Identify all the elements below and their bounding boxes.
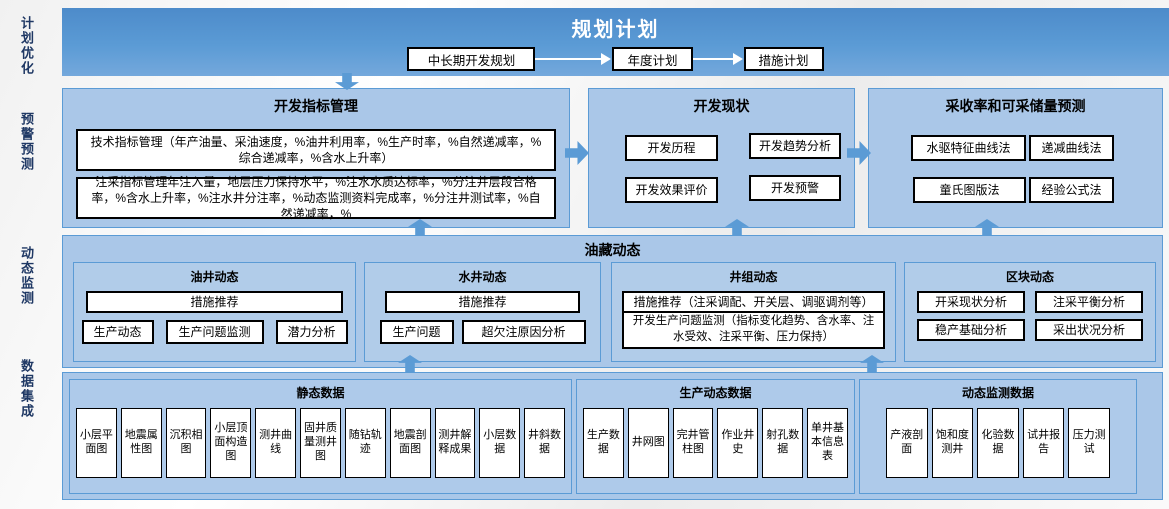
panel-water-well-dynamics: 水井动态 措施推荐 生产问题 超欠注原因分析 (364, 262, 601, 362)
panel-title: 井组动态 (729, 270, 778, 284)
decline-curve-box: 递减曲线法 (1029, 135, 1114, 161)
flow-node-measure-plan: 措施计划 (743, 47, 824, 71)
data-item: 单井基本信息表 (807, 408, 848, 478)
empirical-formula-box: 经验公式法 (1029, 177, 1114, 203)
data-item: 小层顶面构造图 (210, 408, 252, 478)
data-integration-band: 静态数据 小层平面图 地震属性图 沉积相图 小层顶面构造图 测井曲线 固井质量测… (62, 372, 1163, 500)
data-item: 作业井史 (717, 408, 759, 478)
data-item: 产液剖面 (886, 408, 928, 478)
production-dynamics-box: 生产动态 (81, 320, 154, 344)
production-problem-box: 生产问题 (379, 320, 454, 344)
section-development-index-management: 开发指标管理 技术指标管理（年产油量、采油速度，%油井利用率，%生产时率，%自然… (62, 88, 570, 228)
development-effect-box: 开发效果评价 (625, 177, 718, 203)
flow-node-annual-plan: 年度计划 (612, 47, 693, 71)
section-title: 静态数据 (296, 386, 345, 400)
arrow-right-icon (535, 53, 612, 65)
data-item: 小层平面图 (76, 408, 117, 478)
band-title: 油藏动态 (584, 242, 641, 258)
data-item: 随钻轨迹 (344, 408, 386, 478)
production-problem-monitor-box: 生产问题监测 (165, 320, 264, 344)
tong-chart-box: 童氏图版法 (913, 177, 1026, 203)
section-dynamic-monitoring-data: 动态监测数据 产液剖面 饱和度测井 化验数据 试井报告 压力测试 (859, 379, 1137, 494)
panel-well-group-dynamics: 井组动态 措施推荐（注采调配、开关层、调驱调剂等） 开发生产问题监测（指标变化趋… (611, 262, 896, 362)
development-warning-box: 开发预警 (749, 175, 841, 201)
data-item: 沉积相图 (165, 408, 207, 478)
stage-label-dynamic-monitoring: 动态监测 (19, 246, 34, 306)
section-title: 开发指标管理 (274, 98, 358, 114)
section-title: 生产动态数据 (679, 386, 752, 400)
panel-title: 区块动态 (1005, 270, 1054, 284)
production-problem-monitor-box: 开发生产问题监测（指标变化趋势、含水率、注水受效、注采平衡、压力保持） (622, 311, 885, 349)
produced-status-analysis-box: 采出状况分析 (1035, 319, 1143, 341)
injection-balance-analysis-box: 注采平衡分析 (1035, 291, 1143, 313)
data-item: 固井质量测井图 (300, 408, 341, 478)
data-item: 射孔数据 (762, 408, 804, 478)
measure-recommend-box: 措施推荐 (385, 291, 580, 313)
data-item: 井网图 (627, 408, 669, 478)
panel-oil-well-dynamics: 油井动态 措施推荐 生产动态 生产问题监测 潜力分析 (73, 262, 356, 362)
injection-index-box: 注采指标管理年注入量，地层压力保持水平，%注水水质达标率，%分注井层段合格率，%… (76, 175, 556, 221)
data-item: 生产数据 (583, 408, 624, 478)
measure-recommend-box: 措施推荐（注采调配、开关层、调驱调剂等） (622, 291, 885, 313)
data-item: 测井曲线 (255, 408, 297, 478)
section-title: 采收率和可采储量预测 (945, 98, 1086, 114)
technical-index-box: 技术指标管理（年产油量、采油速度，%油井利用率，%生产时率，%自然递减率，%综合… (76, 129, 556, 171)
flow-node-longterm-plan: 中长期开发规划 (407, 47, 536, 71)
data-item: 化验数据 (977, 408, 1019, 478)
planning-flow: 中长期开发规划 年度计划 措施计划 (62, 47, 1169, 71)
data-item: 试井报告 (1022, 408, 1065, 478)
stage-label-plan-optimization: 计划优化 (19, 16, 34, 76)
data-item: 饱和度测井 (931, 408, 974, 478)
data-item: 测井解释成果 (434, 408, 476, 478)
panel-title: 水井动态 (458, 270, 507, 284)
section-recovery-prediction: 采收率和可采储量预测 水驱特征曲线法 递减曲线法 童氏图版法 经验公式法 (868, 88, 1163, 228)
recovery-status-analysis-box: 开采现状分析 (917, 291, 1025, 313)
data-item: 压力测试 (1068, 408, 1110, 478)
stage-label-warning-forecast: 预警预测 (19, 112, 34, 172)
section-production-dynamic-data: 生产动态数据 生产数据 井网图 完井管柱图 作业井史 射孔数据 单井基本信息表 (576, 379, 855, 494)
planning-band: 规划计划 中长期开发规划 年度计划 措施计划 (62, 8, 1169, 76)
data-item: 小层数据 (479, 408, 521, 478)
section-title: 开发现状 (693, 98, 750, 114)
development-trend-box: 开发趋势分析 (749, 133, 841, 159)
data-item: 地震属性图 (120, 408, 162, 478)
over-under-injection-box: 超欠注原因分析 (461, 320, 586, 344)
section-title: 动态监测数据 (961, 386, 1034, 400)
reservoir-dynamics-band: 油藏动态 油井动态 措施推荐 生产动态 生产问题监测 潜力分析 水井动态 措施推… (62, 235, 1163, 368)
arrow-right-icon (692, 53, 743, 65)
section-development-status: 开发现状 开发历程 开发趋势分析 开发效果评价 开发预警 (588, 88, 855, 228)
development-history-box: 开发历程 (625, 135, 718, 161)
data-item: 完井管柱图 (672, 408, 714, 478)
stage-label-data-integration: 数据集成 (19, 359, 34, 419)
stable-production-analysis-box: 稳产基础分析 (917, 319, 1025, 341)
data-item: 地震剖面图 (389, 408, 431, 478)
waterdrive-curve-box: 水驱特征曲线法 (911, 135, 1026, 161)
measure-recommend-box: 措施推荐 (86, 291, 343, 313)
planning-band-title: 规划计划 (571, 19, 660, 41)
panel-title: 油井动态 (190, 270, 239, 284)
potential-analysis-box: 潜力分析 (275, 320, 348, 344)
panel-block-dynamics: 区块动态 开采现状分析 注采平衡分析 稳产基础分析 采出状况分析 (904, 262, 1156, 362)
section-static-data: 静态数据 小层平面图 地震属性图 沉积相图 小层顶面构造图 测井曲线 固井质量测… (69, 379, 572, 494)
data-item: 井斜数据 (524, 408, 565, 478)
